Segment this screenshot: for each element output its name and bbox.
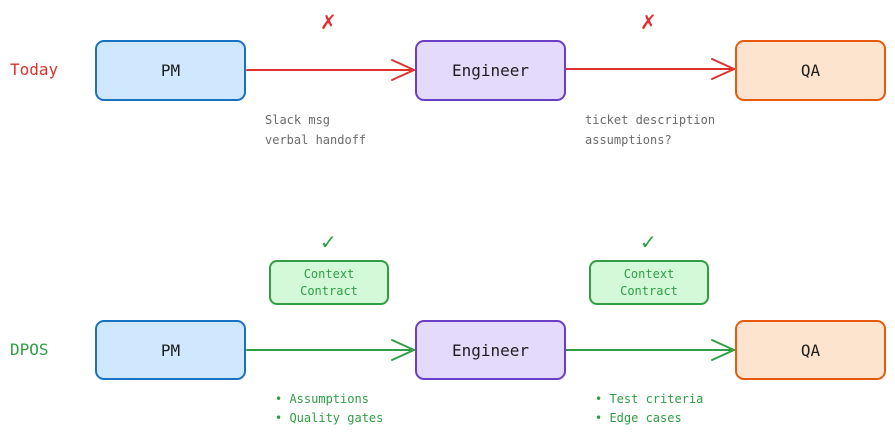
contract-line: Contract: [620, 283, 678, 298]
dpos-bullets-right: • Test criteria • Edge cases: [595, 390, 703, 428]
dpos-arrow-pm-to-engineer: [246, 339, 417, 361]
bullet-item: • Quality gates: [275, 411, 384, 425]
today-arrow-pm-to-engineer: [246, 59, 417, 81]
today-handoff-note-right: ticket description assumptions?: [585, 110, 715, 150]
note-line: assumptions?: [585, 133, 672, 147]
note-line: ticket description: [585, 113, 716, 127]
check-icon: ✓: [320, 230, 337, 254]
dpos-qa-node: QA: [735, 320, 886, 380]
contract-line: Context: [623, 266, 675, 281]
today-qa-node: QA: [735, 40, 886, 101]
dpos-engineer-node: Engineer: [415, 320, 566, 380]
contract-line: Contract: [300, 283, 358, 298]
fail-cross-icon: ✗: [640, 10, 657, 34]
bullet-item: • Test criteria: [595, 392, 704, 406]
dpos-arrow-engineer-to-qa: [565, 339, 737, 361]
today-handoff-note-left: Slack msg verbal handoff: [265, 110, 366, 150]
contract-line: Context: [303, 266, 355, 281]
note-line: Slack msg: [265, 113, 331, 127]
dpos-row-label: DPOS: [10, 340, 49, 359]
today-engineer-node: Engineer: [415, 40, 566, 101]
dpos-bullets-left: • Assumptions • Quality gates: [275, 390, 383, 428]
check-icon: ✓: [640, 230, 657, 254]
context-contract-left: Context Contract: [269, 260, 389, 305]
fail-cross-icon: ✗: [320, 10, 337, 34]
today-pm-node: PM: [95, 40, 246, 101]
today-arrow-engineer-to-qa: [565, 58, 737, 80]
note-line: verbal handoff: [265, 133, 367, 147]
bullet-item: • Edge cases: [595, 411, 682, 425]
bullet-item: • Assumptions: [275, 392, 369, 406]
context-contract-right: Context Contract: [589, 260, 709, 305]
today-row-label: Today: [10, 60, 59, 79]
dpos-pm-node: PM: [95, 320, 246, 380]
